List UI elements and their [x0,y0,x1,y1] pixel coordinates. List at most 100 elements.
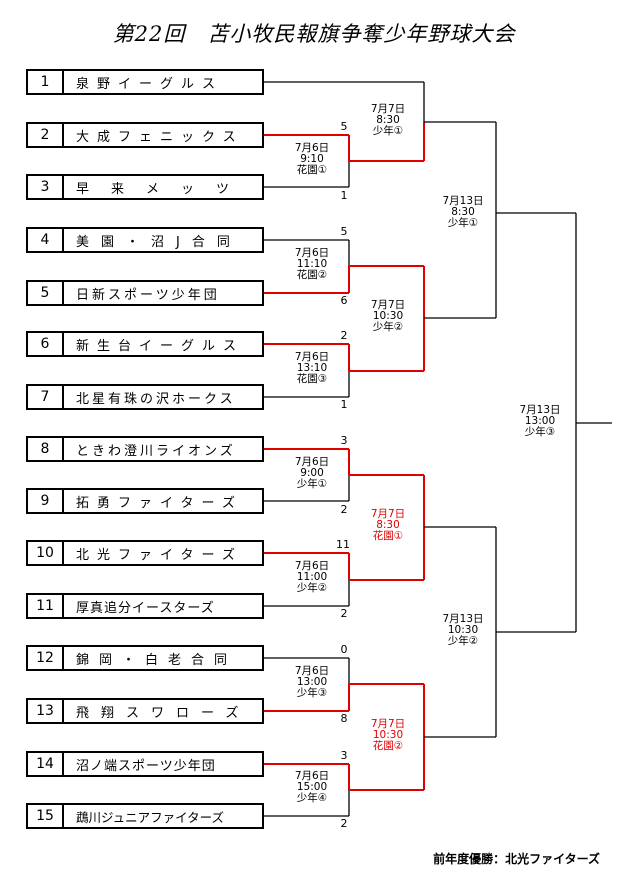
match-time: 13:10 [296,362,328,374]
match-time: 8:30 [376,114,400,126]
team-number: 5 [28,282,64,304]
match-label: 7月6日 13:00 少年③ [284,666,340,699]
team-number: 7 [28,386,64,408]
match-date: 7月13日 [442,195,484,207]
match-venue: 花園③ [296,373,328,385]
match-venue: 少年② [372,321,404,333]
match-time: 10:30 [372,310,404,322]
page-title: 第22回 苫小牧民報旗争奪少年野球大会 [112,22,516,46]
team-row: 15 鵡川ジュニアファイターズ [26,803,264,829]
team-row: 12 錦岡・白老合同 [26,645,264,671]
team-name: 厚真追分イースターズ [76,600,215,616]
match-time: 8:30 [451,206,475,218]
match-venue: 少年① [296,478,328,490]
match-time: 11:10 [296,258,328,270]
score-top: 2 [340,329,348,342]
team-name: ときわ澄川ライオンズ [76,443,236,459]
match-label: 7月13日 8:30 少年① [435,196,491,229]
previous-champion-note: 前年度優勝：北光ファイターズ [433,852,600,866]
team-number: 12 [28,647,64,669]
score-bottom: 6 [340,294,348,307]
match-label: 7月7日 8:30 少年① [360,104,416,137]
team-name: 拓勇ファイターズ [76,495,243,511]
team-name: 新生台イーグルス [76,338,245,354]
team-name: 北星有珠の沢ホークス [76,391,236,407]
match-label: 7月6日 11:00 少年② [284,561,340,594]
match-venue: 花園① [296,164,328,176]
team-name: 鵡川ジュニアファイターズ [76,809,225,825]
team-name: 北光ファイターズ [76,547,243,563]
match-time: 13:00 [524,415,556,427]
match-date: 7月6日 [294,247,330,259]
team-number: 13 [28,700,64,722]
match-label: 7月6日 9:10 花園① [284,143,340,176]
team-number: 1 [28,71,64,93]
team-name: 早来メッツ [76,181,252,197]
score-top: 11 [336,538,350,551]
score-bottom: 8 [340,712,348,725]
match-time: 13:00 [296,676,328,688]
match-venue: 花園① [372,530,404,542]
match-date: 7月6日 [294,665,330,677]
score-bottom: 2 [340,817,348,830]
team-row: 3 早来メッツ [26,174,264,200]
score-top: 5 [340,120,348,133]
score-bottom: 2 [340,503,348,516]
match-date: 7月6日 [294,142,330,154]
match-time: 9:10 [300,153,324,165]
match-date: 7月6日 [294,770,330,782]
score-top: 3 [340,434,348,447]
match-date: 7月7日 [370,718,406,730]
team-row: 10 北光ファイターズ [26,540,264,566]
match-venue: 少年① [372,125,404,137]
team-name: 美園・沼J合同 [76,234,242,250]
team-name: 日新スポーツ少年団 [76,287,220,303]
match-date: 7月6日 [294,456,330,468]
team-name: 大成フェニックス [76,129,244,145]
team-row: 6 新生台イーグルス [26,331,264,357]
match-date: 7月6日 [294,351,330,363]
team-name: 沼ノ端スポーツ少年団 [76,758,216,774]
team-row: 4 美園・沼J合同 [26,227,264,253]
match-label: 7月6日 11:10 花園② [284,248,340,281]
team-number: 3 [28,176,64,198]
team-number: 6 [28,333,64,355]
team-name: 飛翔スワローズ [76,705,251,721]
team-name: 泉野イーグルス [76,76,224,92]
team-row: 9 拓勇ファイターズ [26,488,264,514]
score-bottom: 2 [340,607,348,620]
team-row: 5 日新スポーツ少年団 [26,280,264,306]
match-label: 7月13日 13:00 少年③ [512,405,568,438]
score-bottom: 1 [340,189,348,202]
team-number: 15 [28,805,64,827]
team-number: 10 [28,542,64,564]
match-venue: 少年③ [296,687,328,699]
match-time: 15:00 [296,781,328,793]
team-number: 2 [28,124,64,146]
match-time: 10:30 [372,729,404,741]
team-row: 8 ときわ澄川ライオンズ [26,436,264,462]
match-date: 7月6日 [294,560,330,572]
match-venue: 少年④ [296,792,328,804]
match-label: 7月7日 8:30 花園① [360,509,416,542]
score-top: 0 [340,643,348,656]
match-venue: 少年③ [524,426,556,438]
score-bottom: 1 [340,398,348,411]
match-time: 10:30 [447,624,479,636]
team-number: 11 [28,595,64,617]
team-row: 14 沼ノ端スポーツ少年団 [26,751,264,777]
team-row: 13 飛翔スワローズ [26,698,264,724]
match-date: 7月13日 [519,404,561,416]
match-date: 7月7日 [370,508,406,520]
match-label: 7月6日 9:00 少年① [284,457,340,490]
team-name: 錦岡・白老合同 [76,652,238,668]
team-number: 8 [28,438,64,460]
match-label: 7月13日 10:30 少年② [435,614,491,647]
match-date: 7月13日 [442,613,484,625]
match-venue: 花園② [296,269,328,281]
match-label: 7月6日 15:00 少年④ [284,771,340,804]
team-row: 7 北星有珠の沢ホークス [26,384,264,410]
team-row: 11 厚真追分イースターズ [26,593,264,619]
match-venue: 少年① [447,217,479,229]
